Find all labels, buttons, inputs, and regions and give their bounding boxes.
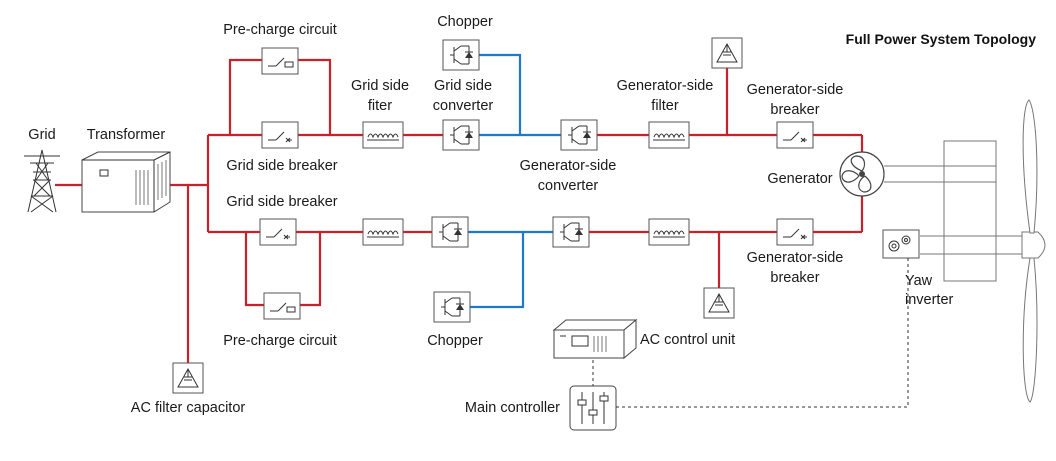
transformer-label: Transformer	[87, 127, 166, 143]
generator-side-converter-label-2: converter	[538, 178, 599, 194]
grid-side-converter-label-2: converter	[433, 98, 494, 114]
generator-side-capacitor-bottom	[703, 287, 735, 319]
control-signal-lines	[592, 258, 909, 408]
generator-side-breaker-label-top-2: breaker	[770, 102, 819, 118]
grid-side-breaker-top	[261, 121, 299, 149]
main-controller-icon	[569, 385, 617, 431]
transformer-icon	[81, 151, 171, 213]
grid-side-converter-label-1: Grid side	[434, 78, 492, 94]
generator-side-filter-bottom	[648, 218, 690, 246]
grid-label: Grid	[28, 127, 55, 143]
grid-side-filter-label-2: fiter	[368, 98, 392, 114]
generator-side-breaker-label-bottom-1: Generator-side	[747, 250, 844, 266]
ac-filter-capacitor	[172, 362, 204, 394]
ac-control-unit-icon	[552, 318, 638, 360]
grid-side-converter-bottom	[431, 216, 469, 248]
chopper-label-top: Chopper	[437, 14, 493, 30]
generator-icon	[839, 151, 885, 197]
generator-label: Generator	[767, 171, 832, 187]
generator-side-breaker-bottom	[776, 218, 814, 246]
generator-side-converter-top	[560, 119, 598, 151]
wind-turbine-icon	[884, 99, 1046, 403]
yaw-inverter-label-2: inverter	[905, 292, 954, 308]
generator-side-breaker-label-bottom-2: breaker	[770, 270, 819, 286]
grid-side-breaker-bottom	[259, 218, 297, 246]
pre-charge-label-top: Pre-charge circuit	[223, 22, 337, 38]
grid-side-breaker-label-bottom: Grid side breaker	[226, 194, 337, 210]
generator-side-converter-bottom	[552, 216, 590, 248]
generator-side-breaker-top	[776, 121, 814, 149]
dc-link-lines	[468, 53, 561, 309]
grid-side-converter-top	[442, 119, 480, 151]
generator-side-capacitor-top	[711, 37, 743, 69]
pre-charge-switch-top	[261, 47, 299, 75]
yaw-inverter-icon	[882, 229, 920, 259]
diagram-title: Full Power System Topology	[846, 31, 1037, 47]
ac-control-unit-label: AC control unit	[640, 332, 735, 348]
pre-charge-label-bottom: Pre-charge circuit	[223, 333, 337, 349]
generator-side-filter-label-1: Generator-side	[617, 78, 714, 94]
generator-side-converter-label-1: Generator-side	[520, 158, 617, 174]
grid-side-breaker-label-top: Grid side breaker	[226, 158, 337, 174]
grid-tower-icon	[24, 149, 60, 213]
ac-filter-capacitor-label: AC filter capacitor	[131, 400, 246, 416]
generator-side-filter-top	[648, 121, 690, 149]
generator-side-breaker-label-top-1: Generator-side	[747, 82, 844, 98]
chopper-bottom	[433, 291, 471, 323]
main-controller-label: Main controller	[465, 400, 560, 416]
pre-charge-switch-bottom	[263, 292, 301, 320]
grid-side-filter-bottom	[362, 218, 404, 246]
grid-side-filter-top	[362, 121, 404, 149]
yaw-inverter-label-1: Yaw	[905, 273, 933, 289]
generator-side-filter-label-2: filter	[651, 98, 679, 114]
chopper-label-bottom: Chopper	[427, 333, 483, 349]
chopper-top	[442, 39, 480, 71]
grid-side-filter-label-1: Grid side	[351, 78, 409, 94]
